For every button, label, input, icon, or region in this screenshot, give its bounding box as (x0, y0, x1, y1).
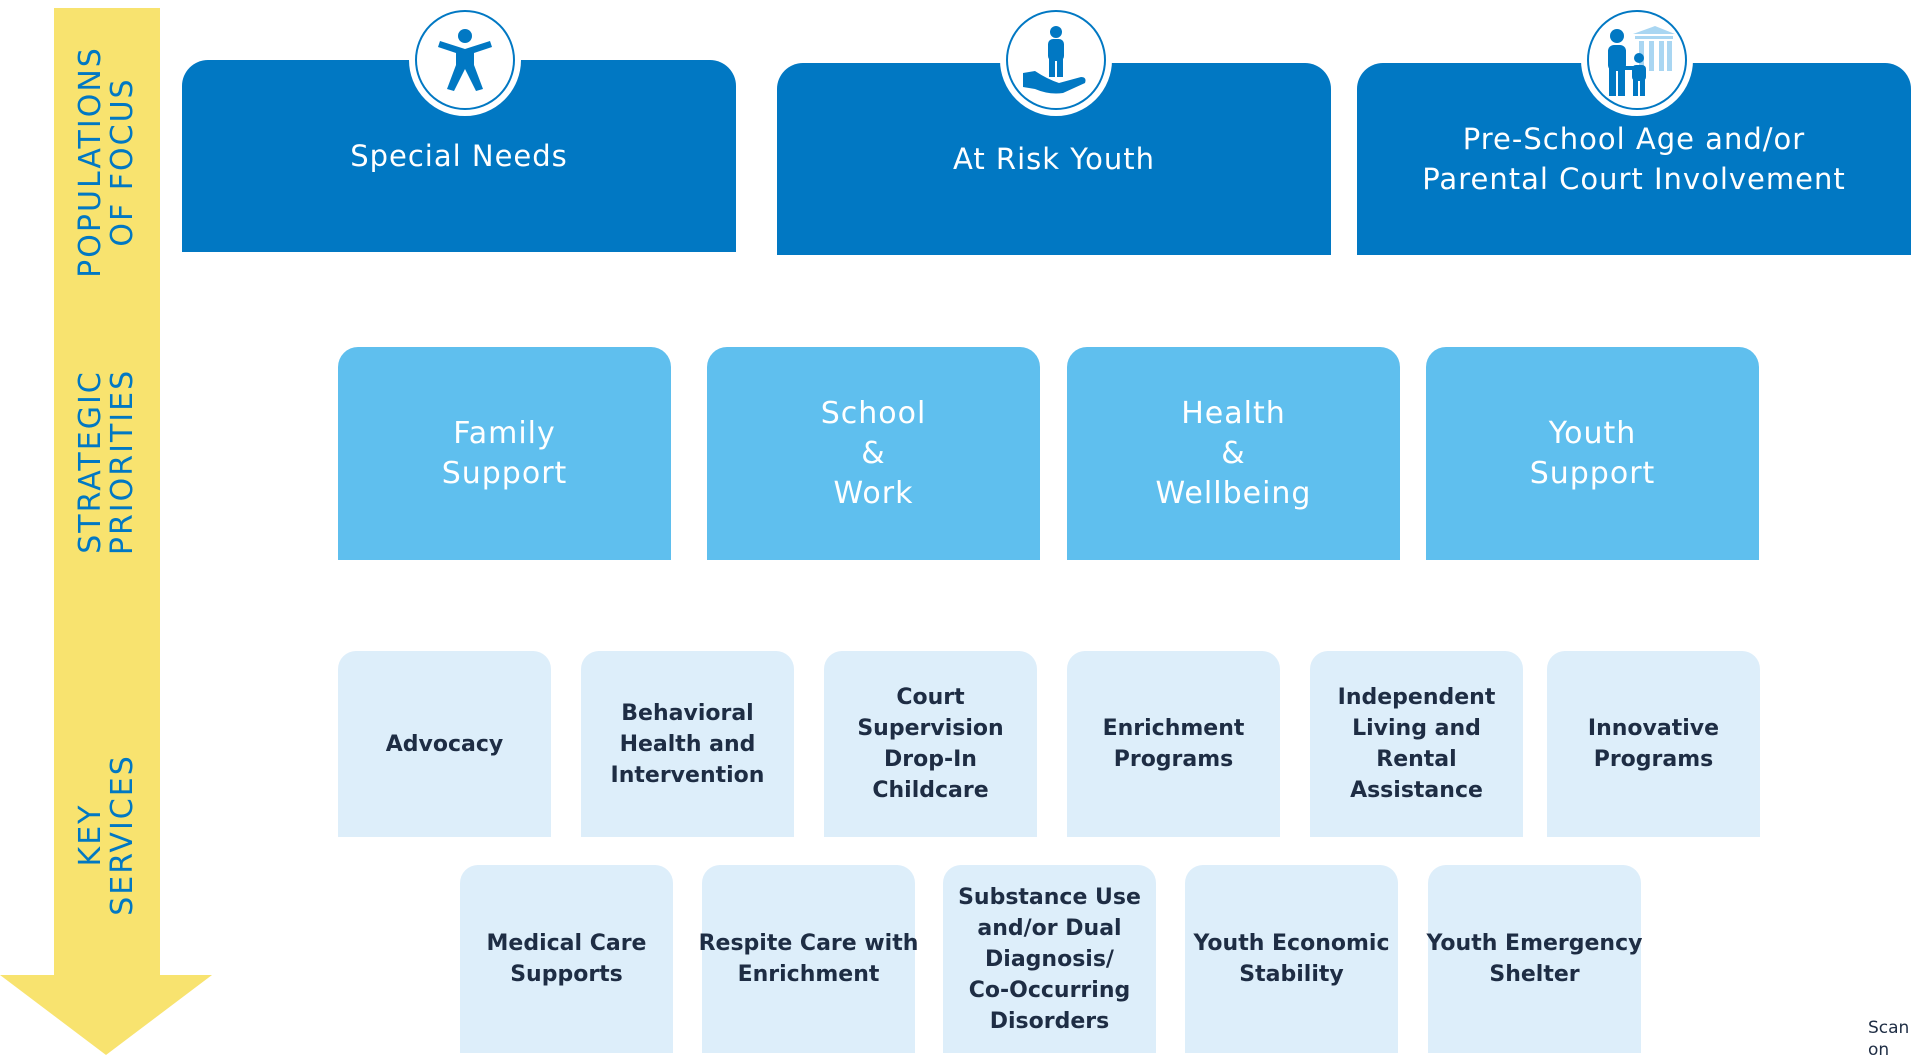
priority-youth-support: Youth Support (1426, 347, 1759, 560)
service-label: Youth Emergency Shelter (1426, 931, 1643, 987)
priority-school-work: School & Work (707, 347, 1040, 560)
service-medical-care-supports: Medical Care Supports (460, 865, 673, 1053)
priority-label: Youth Support (1529, 415, 1656, 491)
priority-health-wellbeing: Health & Wellbeing (1067, 347, 1400, 560)
axis-label-services: KEY SERVICES (73, 754, 140, 916)
priority-label: Health & Wellbeing (1155, 395, 1312, 511)
service-label: Advocacy (385, 731, 504, 757)
service-behavioral-health: Behavioral Health and Intervention (581, 651, 794, 837)
service-court-supervision-childcare: Court Supervision Drop-In Childcare (824, 651, 1037, 837)
service-label: Respite Care with Enrichment (698, 931, 919, 987)
flow-arrow-head (0, 975, 212, 1055)
service-label: Independent Living and Rental Assistance (1337, 685, 1496, 803)
parent-child-courthouse-icon (1581, 4, 1693, 116)
axis-label-priorities: STRATEGIC PRIORITIES (73, 368, 140, 556)
service-label: Innovative Programs (1587, 716, 1720, 772)
flow-arrow-shaft (54, 8, 160, 978)
axis-label-populations: POPULATIONS OF FOCUS (73, 46, 140, 278)
population-label: Pre-School Age and/or Parental Court Inv… (1422, 122, 1846, 196)
scan-note: Scan on (1868, 1018, 1910, 1060)
service-label: Behavioral Health and Intervention (610, 700, 765, 788)
priority-family-support: Family Support (338, 347, 671, 560)
service-label: Medical Care Supports (486, 931, 647, 987)
service-label: Substance Use and/or Dual Diagnosis/ Co-… (958, 884, 1141, 1034)
service-enrichment-programs: Enrichment Programs (1067, 651, 1280, 837)
service-youth-emergency-shelter: Youth Emergency Shelter (1426, 865, 1643, 1053)
service-respite-care: Respite Care with Enrichment (699, 865, 918, 1053)
service-label: Youth Economic Stability (1193, 931, 1390, 987)
priority-label: School & Work (820, 395, 927, 511)
service-substance-use: Substance Use and/or Dual Diagnosis/ Co-… (943, 865, 1156, 1053)
service-label: Enrichment Programs (1102, 716, 1245, 772)
service-innovative-programs: Innovative Programs (1547, 651, 1760, 837)
population-label: Special Needs (350, 139, 568, 173)
service-label: Court Supervision Drop-In Childcare (857, 685, 1004, 803)
service-youth-economic-stability: Youth Economic Stability (1185, 865, 1398, 1053)
service-advocacy: Advocacy (338, 651, 551, 837)
service-independent-living: Independent Living and Rental Assistance (1310, 651, 1523, 837)
population-label: At Risk Youth (953, 142, 1155, 176)
person-in-hand-icon (1000, 4, 1112, 116)
accessibility-person-icon (409, 4, 521, 116)
priority-label: Family Support (441, 415, 568, 491)
